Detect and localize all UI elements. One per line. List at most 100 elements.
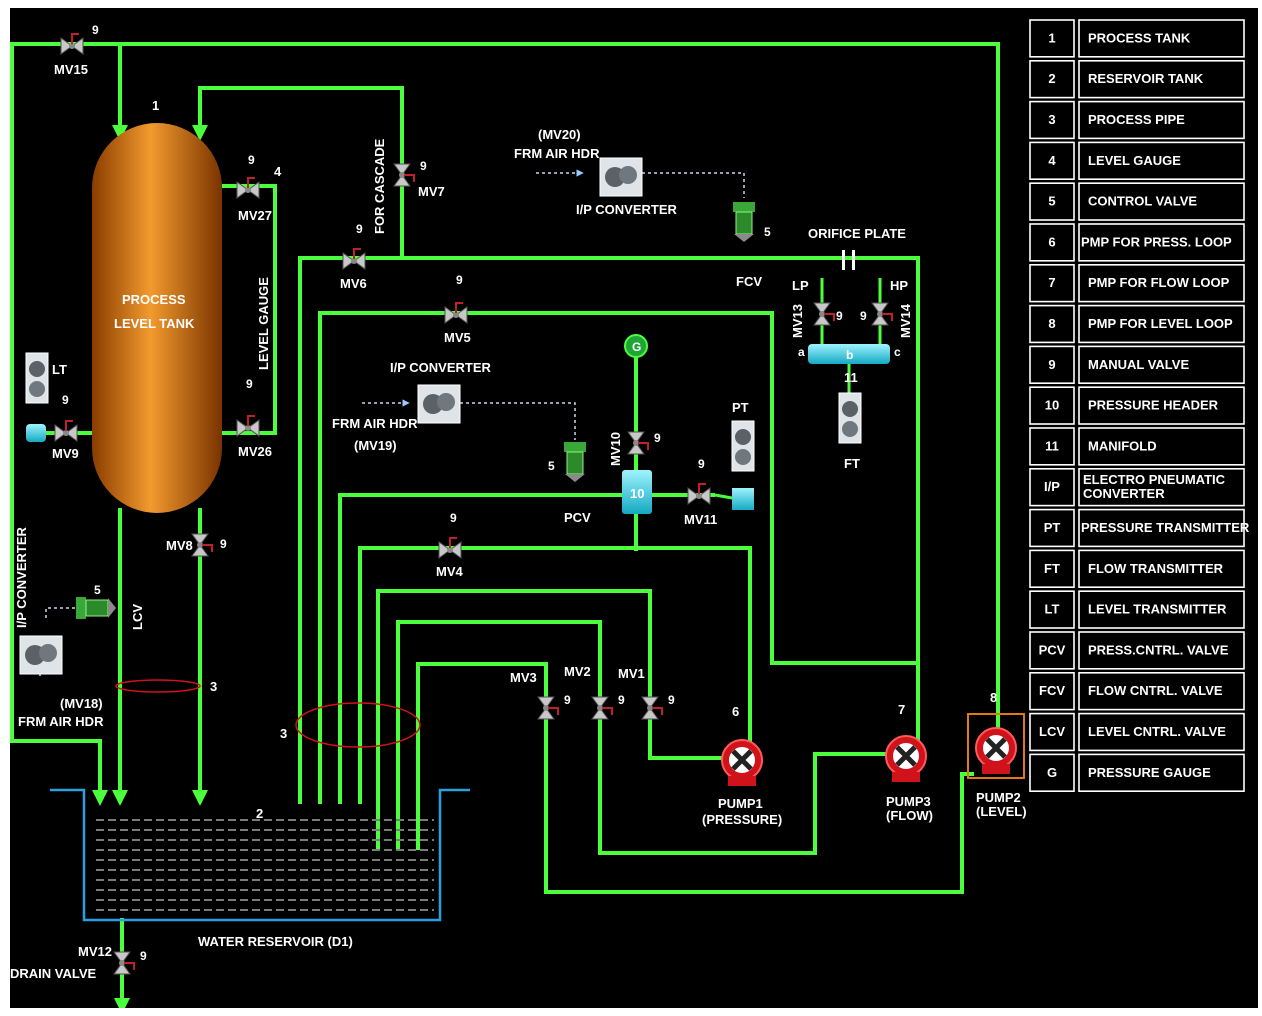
orifice-plate-right <box>852 250 855 270</box>
fcv-control-valve-icon[interactable] <box>732 201 756 243</box>
mv8-valve-icon[interactable] <box>191 533 213 557</box>
mv1-num: 9 <box>668 693 675 707</box>
level-loop-pipe <box>10 42 1000 806</box>
legend-key-cell <box>1029 631 1075 670</box>
legend-key-cell <box>1029 467 1075 507</box>
mv12-valve-icon[interactable] <box>113 951 135 975</box>
reservoir-number: 2 <box>256 806 263 821</box>
mv14-num: 9 <box>860 309 867 323</box>
legend-value: PMP FOR LEVEL LOOP <box>1088 316 1233 331</box>
mv5-valve-icon[interactable] <box>444 302 468 324</box>
mv1-valve-icon[interactable] <box>641 696 663 720</box>
pump2-label: PUMP2 <box>976 790 1021 805</box>
mv4-valve-icon[interactable] <box>438 537 462 559</box>
legend-key: 4 <box>1048 153 1056 168</box>
frm-air-hdr-top: FRM AIR HDR <box>514 146 600 161</box>
fcv-num: 5 <box>764 225 771 239</box>
mv9-label: MV9 <box>52 446 79 461</box>
mv18-label: (MV18) <box>60 696 103 711</box>
legend-value-cell <box>1078 467 1245 507</box>
pressure-header-pipe <box>338 493 715 804</box>
mv10-label: MV10 <box>608 432 623 466</box>
legend-key-cell <box>1029 508 1075 548</box>
pump3-sub: (FLOW) <box>886 808 933 823</box>
legend-key-cell <box>1029 223 1075 262</box>
legend-value: MANUAL VALVE <box>1088 357 1189 372</box>
mv14-valve-icon[interactable] <box>871 302 893 326</box>
legend-key-cell <box>1029 100 1075 140</box>
pcv-control-valve-icon[interactable] <box>563 441 587 483</box>
legend-value: LEVEL CNTRL. VALVE <box>1088 724 1226 739</box>
lcv-control-valve-icon[interactable] <box>75 596 117 620</box>
legend-value-cell <box>1078 263 1245 303</box>
mv6-valve-icon[interactable] <box>342 248 366 270</box>
legend-key: 5 <box>1048 194 1055 209</box>
legend-key: PT <box>1044 520 1061 535</box>
mv10-valve-icon[interactable] <box>627 431 649 455</box>
mv2-valve-icon[interactable] <box>591 696 613 720</box>
ip-converter-level-icon <box>19 635 63 675</box>
legend-key: 11 <box>1045 438 1059 453</box>
mv11-valve-icon[interactable] <box>687 483 711 505</box>
mv15-valve-icon[interactable] <box>60 33 84 55</box>
mv27-label: MV27 <box>238 208 272 223</box>
manifold-c: c <box>894 345 901 359</box>
pump1-pressure-icon[interactable] <box>722 740 762 786</box>
legend-key: 8 <box>1048 316 1055 331</box>
pump1-num: 6 <box>732 704 739 719</box>
legend-value-cell <box>1078 549 1245 589</box>
ip-converter-pressure-icon <box>417 384 461 424</box>
return-pipe-3 <box>416 662 974 894</box>
mv9-num: 9 <box>62 393 69 407</box>
pump2-level-icon[interactable] <box>976 728 1016 774</box>
mv9-valve-icon[interactable] <box>54 420 78 442</box>
legend-key: LT <box>1045 602 1060 617</box>
tank-label-line2: LEVEL TANK <box>114 316 195 331</box>
piping-diagram: 1 PROCESS LEVEL TANK 2 WATER RESERVOIR (… <box>10 19 1250 1008</box>
frm-air-hdr-mid: FRM AIR HDR <box>332 416 418 431</box>
legend-key-cell <box>1029 263 1075 303</box>
mv14-label: MV14 <box>898 303 913 338</box>
for-cascade-label: FOR CASCADE <box>372 138 387 234</box>
pt-label: PT <box>732 400 749 415</box>
mv7-valve-icon[interactable] <box>393 163 415 187</box>
legend-value: LEVEL TRANSMITTER <box>1088 602 1227 617</box>
return-pipe-1 <box>376 589 730 850</box>
legend-value-cell <box>1078 427 1245 466</box>
mv12-num: 9 <box>140 949 147 963</box>
legend-key: FT <box>1044 561 1060 576</box>
legend-key: 6 <box>1048 234 1055 249</box>
legend-key-cell <box>1029 549 1075 589</box>
legend-value-cell <box>1078 141 1245 180</box>
lt-transmitter-icon <box>25 352 49 404</box>
legend-key-cell <box>1029 182 1075 221</box>
mv3-valve-icon[interactable] <box>537 696 559 720</box>
legend-value: MANIFOLD <box>1088 438 1157 453</box>
mv26-num: 9 <box>246 377 253 391</box>
ip-converter-left-label: I/P CONVERTER <box>14 526 29 628</box>
lcv-num: 5 <box>94 583 101 597</box>
legend-value: FLOW TRANSMITTER <box>1088 561 1224 576</box>
legend-value-cell <box>1078 345 1245 384</box>
pipe-marker-ellipse-large <box>295 702 421 748</box>
mv13-valve-icon[interactable] <box>813 302 835 326</box>
flow-loop-pipe <box>298 256 920 804</box>
process-diagram-panel: 1 PROCESS LEVEL TANK 2 WATER RESERVOIR (… <box>10 8 1258 1008</box>
mv13-label: MV13 <box>790 304 805 338</box>
lcv-label: LCV <box>130 604 145 630</box>
pump3-flow-icon[interactable] <box>886 736 926 782</box>
mv27-valve-icon[interactable] <box>236 177 260 199</box>
mv1-label: MV1 <box>618 666 645 681</box>
pump1-sub: (PRESSURE) <box>702 812 782 827</box>
legend-key-cell <box>1029 141 1075 180</box>
mv4-label: MV4 <box>436 564 464 579</box>
legend-key-cell <box>1029 590 1075 629</box>
legend-key-cell <box>1029 304 1075 344</box>
legend-value: FLOW CNTRL. VALVE <box>1088 683 1223 698</box>
manifold-a: a <box>798 345 805 359</box>
legend-value: LEVEL GAUGE <box>1088 153 1181 168</box>
mv3-label: MV3 <box>510 670 537 685</box>
mv6-label: MV6 <box>340 276 367 291</box>
legend-value: PRESSURE HEADER <box>1088 398 1219 413</box>
